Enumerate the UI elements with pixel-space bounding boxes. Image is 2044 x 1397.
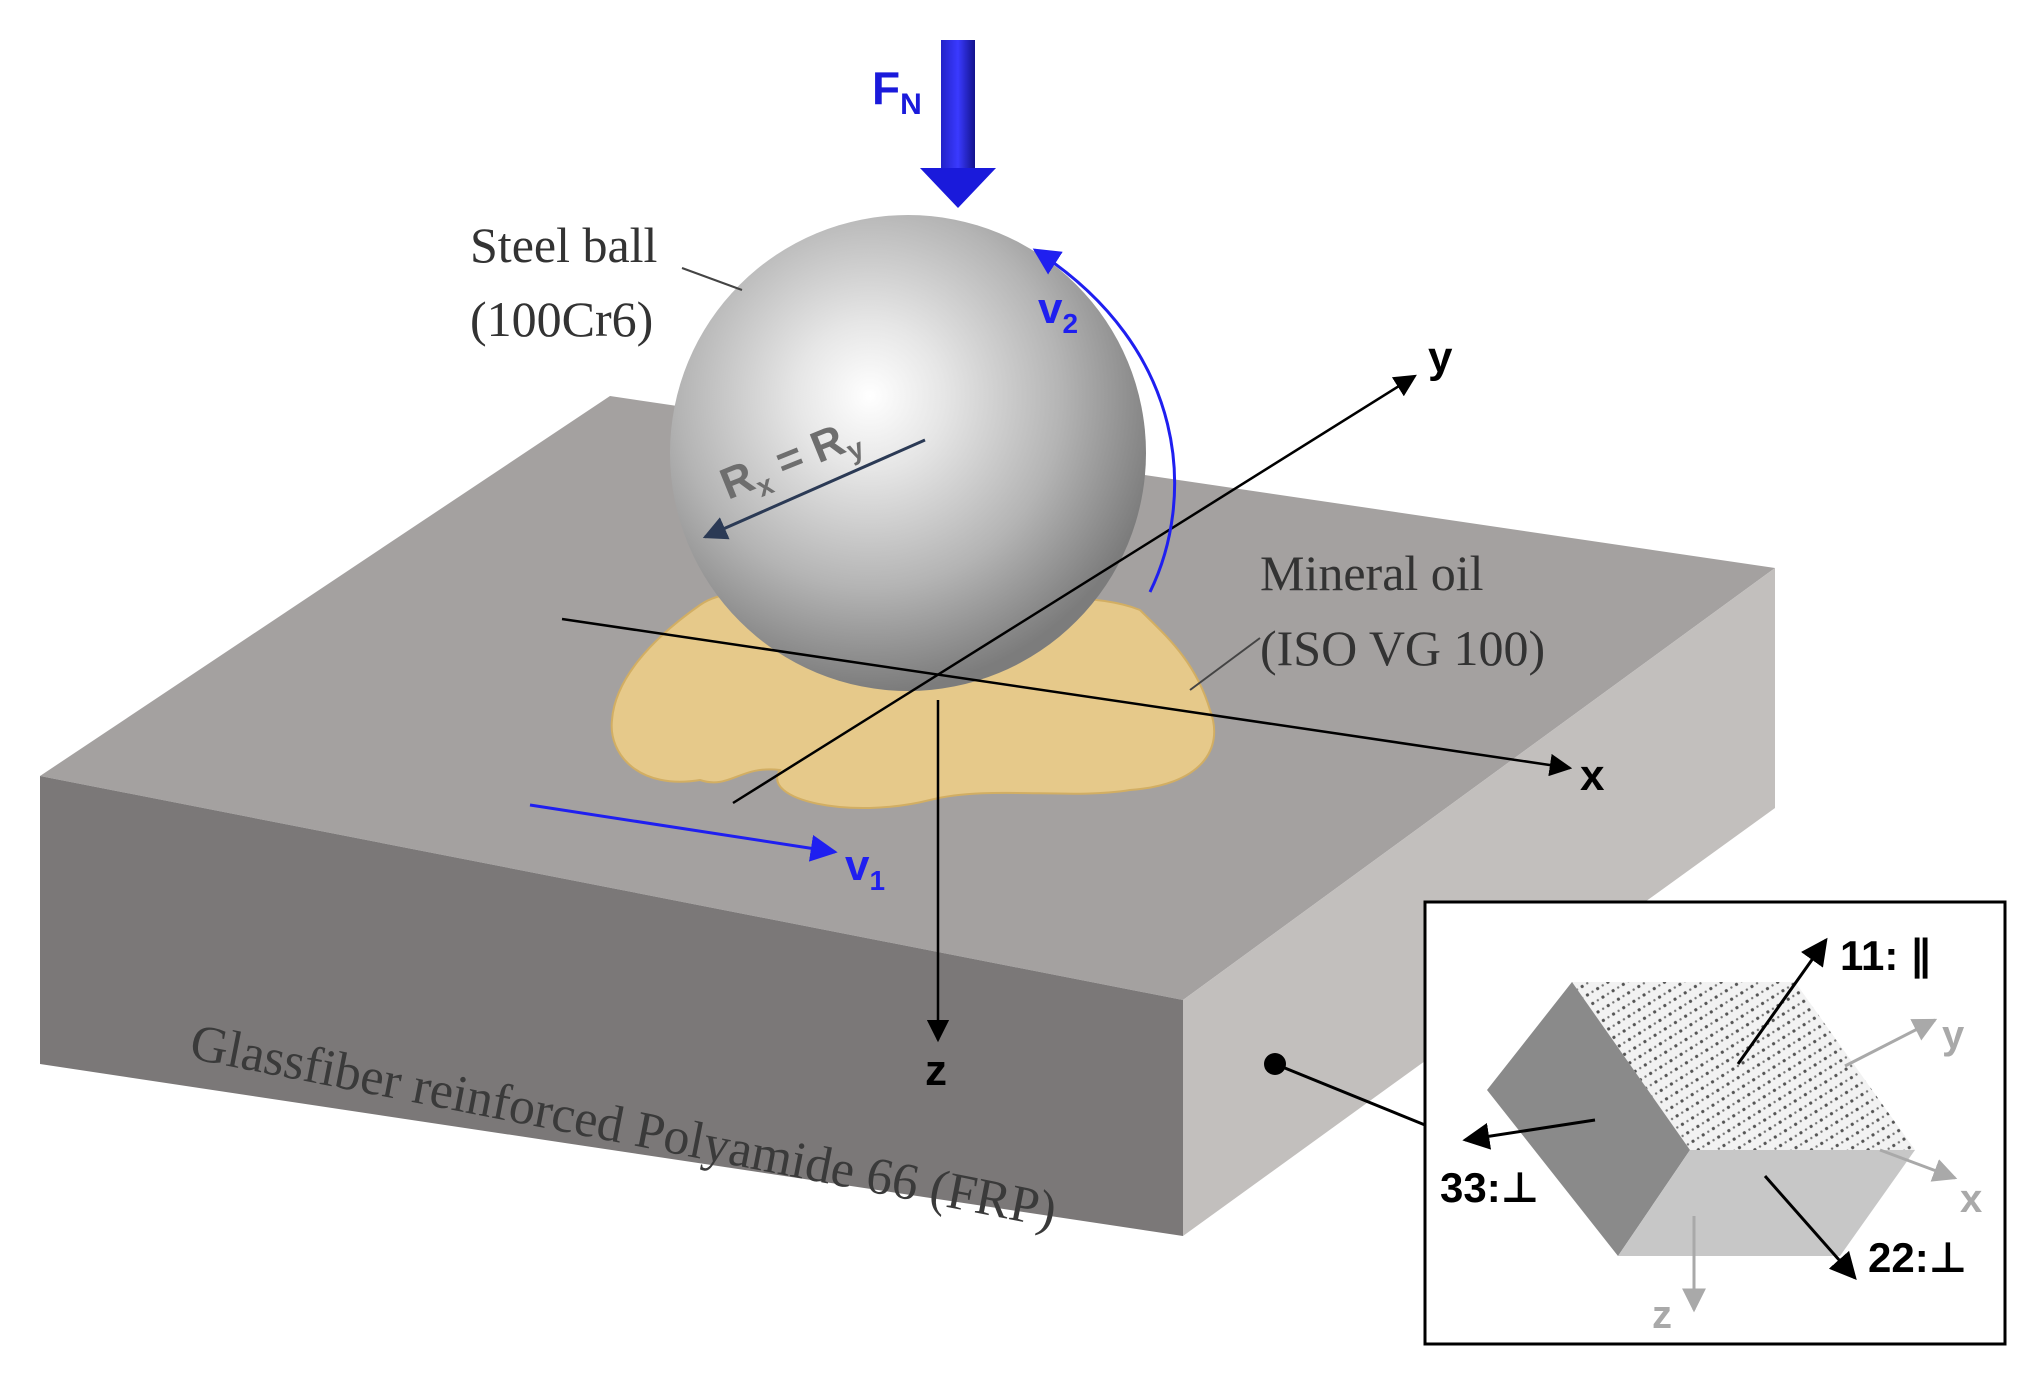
inset-left-face xyxy=(1487,982,1690,1256)
coordinate-axes xyxy=(561,374,1573,1043)
inset-label-y: y xyxy=(1942,1013,1965,1057)
inset-callout-line xyxy=(1274,1062,1426,1127)
steel-ball xyxy=(670,215,1146,691)
ball-label-line2: (100Cr6) xyxy=(470,291,653,347)
oil-label-line2: (ISO VG 100) xyxy=(1260,620,1545,676)
force-head xyxy=(920,168,996,208)
axis-line-x-back xyxy=(561,617,1573,777)
inset-axis-x xyxy=(1879,1148,1958,1182)
inset-label-22: 22:⊥ xyxy=(1868,1234,1967,1281)
v1-label: v xyxy=(845,841,870,890)
force-label: F xyxy=(872,62,900,114)
axis-label-z: z xyxy=(925,1046,947,1095)
axis-label-y: y xyxy=(1428,333,1453,382)
axis-label-x: x xyxy=(1580,751,1605,800)
oil-label-line1: Mineral oil xyxy=(1260,545,1484,601)
inset-label-x: x xyxy=(1960,1177,1982,1221)
inset-axis-y xyxy=(1844,1018,1938,1068)
inset-label-z: z xyxy=(1652,1293,1672,1337)
force-label-sub: N xyxy=(900,88,922,121)
inset-label-33: 33:⊥ xyxy=(1440,1164,1539,1211)
inset-label-11: 11: ∥ xyxy=(1840,932,1931,979)
inset-dir-33-arrow xyxy=(1462,1118,1596,1150)
force-shaft xyxy=(941,40,975,170)
axis-line-y xyxy=(732,374,1417,805)
fiber-orientation-inset: 11: ∥ 22:⊥ 33:⊥ y x z xyxy=(1423,900,2007,1346)
oil-leader-line xyxy=(1189,637,1261,691)
normal-force-arrow xyxy=(920,40,996,208)
inset-dir-22-arrow xyxy=(1763,1175,1857,1281)
svg-text:FN: FN xyxy=(872,62,922,121)
inset-top-face-fibers xyxy=(1572,982,1915,1150)
v1-sliding-arrow xyxy=(529,803,838,862)
inset-bottom-face xyxy=(1618,1150,1915,1256)
block-front-face xyxy=(40,776,1183,1236)
ball-label-line1: Steel ball xyxy=(470,217,657,273)
v2-rotation-arrow xyxy=(1032,248,1177,593)
v2-label: v xyxy=(1038,284,1063,333)
v1-label-sub: 1 xyxy=(869,865,885,896)
inset-dir-11-arrow xyxy=(1736,937,1828,1065)
svg-text:v1: v1 xyxy=(845,841,885,896)
v2-label-sub: 2 xyxy=(1062,308,1078,339)
svg-text:v2: v2 xyxy=(1038,284,1078,339)
ball-leader-line xyxy=(681,267,743,291)
radius-arrow xyxy=(702,438,926,540)
